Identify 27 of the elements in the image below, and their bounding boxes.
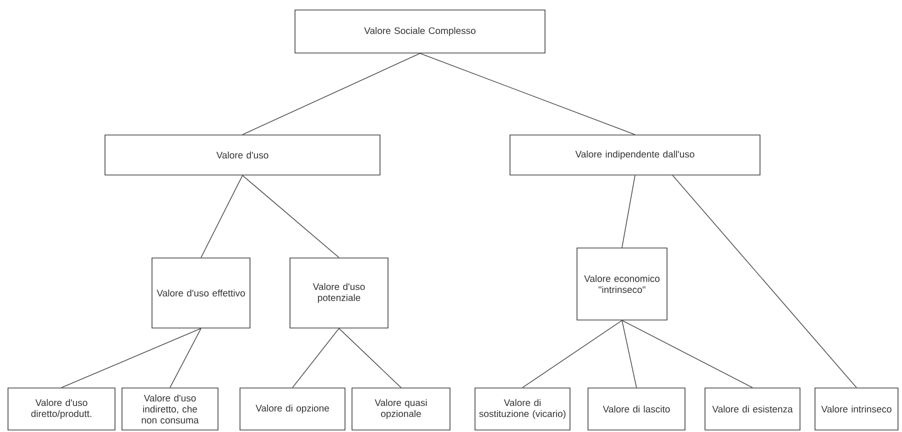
text-box: Valore di lascito [588,388,686,430]
text-box: Valore d'uso diretto/produtt. [8,388,116,430]
text-box: Valore d'uso indiretto, che non consuma [122,388,218,430]
connector-line [622,175,636,248]
text-box: Valore di esistenza [704,388,800,430]
text-box: Valore d'uso [104,134,380,176]
connector-line [200,175,243,258]
connector-line [170,328,202,388]
text-box: Valore di opzione [240,388,346,430]
connector-line [420,53,636,135]
text-box: Valore d'uso effettivo [152,258,250,328]
connector-line [61,328,202,388]
text-box: Valore di sostituzione (vicario) [474,388,570,430]
connector-line [672,175,857,388]
connector-line [242,53,420,135]
connector-line [242,175,340,258]
connector-line [338,328,402,388]
text-box: Valore Sociale Complesso [294,10,546,54]
text-box: Valore economico "intrinseco" [576,248,668,320]
text-box: Valore quasi opzionale [352,388,450,430]
text-box: Valore indipendente dall'uso [510,134,760,176]
text-box: Valore d'uso potenziale [290,258,388,328]
connector-line [622,320,637,388]
text-box: Valore intrinseco [814,388,898,430]
connector-line [292,328,340,388]
connector-line [622,320,753,388]
connector-line [522,320,622,388]
